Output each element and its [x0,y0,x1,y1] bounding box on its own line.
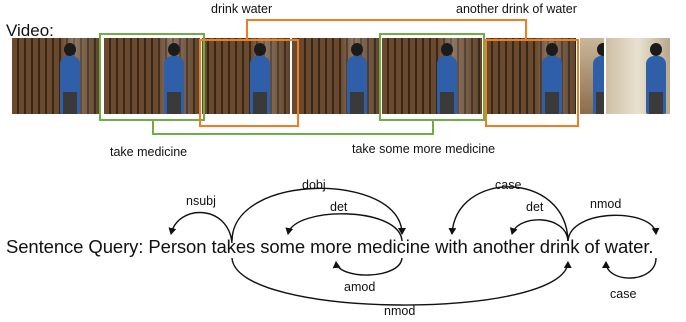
video-frame-person-standing-wardrobe [12,38,100,114]
another-drink-box [485,39,579,127]
person-head [168,43,180,56]
amod-label: amod [344,280,376,294]
take-more-medicine-label: take some more medicine [352,142,496,156]
query-prefix: Sentence Query: [6,236,144,257]
det2-arc [509,219,569,242]
person-legs [253,92,267,114]
person-legs [596,92,604,114]
det1-arc [285,213,403,242]
case1-label: case [495,178,522,192]
medicine-link [152,120,434,135]
nsubj-label: nsubj [186,194,216,208]
case2-label: case [610,287,637,301]
query-sentence: Person takes some more medicine with ano… [148,236,654,257]
case1-arc [448,186,569,242]
drink-water-box [199,39,299,127]
video-label: Video: [6,21,54,40]
video-frame-person-turning [580,38,604,114]
nmod2-arc [567,214,660,242]
nmod-long-label: nmod [384,304,416,318]
person-figure [593,56,604,114]
video-frame-person-taking-medicine [382,38,482,114]
video-frame-person-standing-room [606,38,670,114]
video-frame-person-reaching-shelf [292,38,380,114]
person-head [597,43,604,56]
amod-arc [332,257,403,276]
nmod-long-arc [231,257,572,306]
drink-water-label: drink water [211,2,273,16]
person-legs [545,92,559,114]
person-legs [649,92,663,114]
person-legs [440,92,454,114]
video-frame-person-at-counter [202,38,290,114]
det1-label: det [330,200,348,214]
person-legs [63,92,77,114]
nmod2-label: nmod [590,197,622,211]
take-medicine-label: take medicine [110,145,188,159]
person-head [546,43,558,56]
drink-link [246,19,527,40]
take-more-medicine-box [379,33,485,121]
video-frame-person-drinking [486,38,576,114]
person-head [650,43,662,56]
person-legs [350,92,364,114]
another-drink-label: another drink of water [456,2,577,16]
person-head [441,43,453,56]
dobj-label: dobj [302,178,326,192]
take-medicine-box [99,33,205,121]
case2-arc [602,257,657,279]
det2-label: det [526,200,544,214]
person-head [351,43,363,56]
person-head [254,43,266,56]
sentence-query: Sentence Query: Person takes some more m… [6,236,654,257]
person-legs [167,92,181,114]
person-head [64,43,76,56]
nsubj-arc [168,211,233,244]
video-frame-person-taking-medicine [104,38,200,114]
dobj-arc [231,187,406,242]
